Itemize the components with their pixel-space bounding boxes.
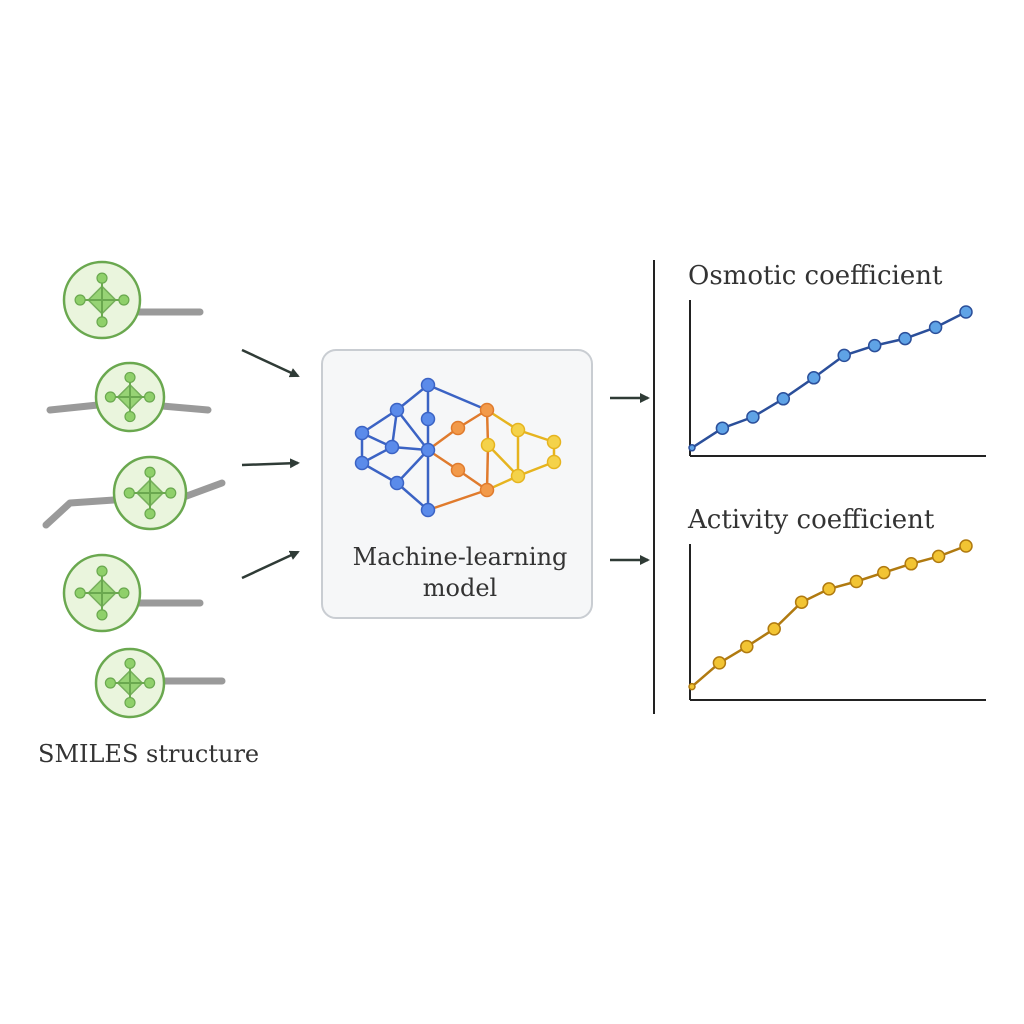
atom bbox=[96, 565, 108, 577]
data-point bbox=[776, 392, 791, 406]
data-point bbox=[688, 444, 696, 452]
bond-tail bbox=[180, 479, 226, 501]
atom bbox=[124, 696, 136, 709]
model-box bbox=[321, 349, 593, 619]
data-point bbox=[837, 348, 851, 363]
nn-node bbox=[510, 468, 526, 484]
activity-series bbox=[688, 539, 973, 691]
activity-chart-title: Activity coefficient bbox=[687, 505, 935, 535]
atom bbox=[144, 508, 156, 520]
bond-tail bbox=[46, 401, 102, 414]
data-point bbox=[712, 656, 727, 670]
nn-node bbox=[420, 411, 436, 427]
data-point bbox=[898, 331, 912, 346]
nn-node bbox=[420, 442, 436, 458]
nn-edge bbox=[427, 488, 488, 512]
molecule bbox=[94, 647, 226, 719]
data-point bbox=[807, 371, 821, 385]
model-label-line1: Machine-learning bbox=[353, 543, 568, 571]
osmotic-chart: Osmotic coefficient bbox=[688, 261, 986, 457]
input-arrow bbox=[241, 348, 300, 378]
nn-node bbox=[546, 454, 562, 470]
data-point bbox=[959, 539, 973, 553]
bond-tail bbox=[42, 496, 118, 529]
activity-chart: Activity coefficient bbox=[687, 505, 986, 701]
atom bbox=[123, 487, 135, 499]
data-point bbox=[767, 622, 781, 636]
nn-edge bbox=[485, 444, 490, 491]
nn-node bbox=[479, 482, 495, 498]
neural-network-icon bbox=[354, 377, 562, 518]
atom bbox=[96, 272, 108, 284]
osmotic-chart-title: Osmotic coefficient bbox=[688, 261, 943, 291]
atom bbox=[143, 391, 156, 403]
data-point bbox=[822, 582, 836, 596]
atom bbox=[124, 657, 136, 670]
nn-node bbox=[389, 402, 405, 418]
atom bbox=[124, 371, 136, 384]
model-panel: Machine-learning model bbox=[321, 349, 593, 619]
nn-edge bbox=[396, 409, 429, 451]
data-point bbox=[877, 565, 891, 580]
series-line bbox=[691, 544, 967, 688]
input-arrows bbox=[241, 348, 300, 580]
atom bbox=[96, 609, 108, 621]
atom bbox=[74, 294, 86, 306]
atom bbox=[104, 391, 117, 403]
data-point bbox=[867, 338, 882, 353]
nn-node bbox=[389, 475, 405, 491]
data-point bbox=[904, 557, 918, 571]
atom bbox=[124, 410, 136, 423]
nn-node bbox=[510, 422, 526, 438]
data-point bbox=[794, 595, 809, 609]
data-point bbox=[746, 410, 760, 424]
nn-node bbox=[420, 377, 436, 393]
input-arrow bbox=[241, 458, 300, 469]
molecule bbox=[46, 361, 212, 433]
molecule bbox=[42, 455, 226, 531]
series-line bbox=[691, 310, 967, 449]
data-point bbox=[931, 549, 946, 564]
model-label-line2: model bbox=[423, 574, 497, 602]
osmotic-series bbox=[688, 305, 973, 452]
data-point bbox=[715, 421, 730, 435]
atom bbox=[118, 587, 130, 599]
nn-node bbox=[450, 462, 466, 478]
nn-node bbox=[384, 439, 400, 455]
input-arrow bbox=[241, 550, 300, 580]
data-point bbox=[740, 639, 754, 654]
output-arrows bbox=[610, 393, 650, 565]
nn-edge bbox=[396, 449, 429, 484]
atom bbox=[104, 677, 117, 689]
molecule bbox=[62, 260, 204, 340]
smiles-label: SMILES structure bbox=[38, 740, 259, 768]
nn-node bbox=[354, 455, 370, 471]
nn-node bbox=[546, 434, 562, 450]
nn-node bbox=[450, 420, 466, 436]
atom bbox=[143, 677, 156, 689]
molecule bbox=[62, 553, 204, 633]
data-point bbox=[959, 305, 973, 319]
nn-node bbox=[420, 502, 436, 518]
data-point bbox=[688, 682, 696, 691]
atom bbox=[74, 587, 86, 599]
smiles-molecules bbox=[42, 260, 226, 719]
data-point bbox=[849, 574, 864, 589]
atom bbox=[118, 294, 130, 306]
nn-node bbox=[479, 402, 495, 418]
nn-edge bbox=[427, 383, 488, 412]
atom bbox=[144, 466, 156, 478]
data-point bbox=[928, 320, 943, 335]
atom bbox=[165, 487, 177, 499]
nn-node bbox=[480, 437, 496, 453]
atom bbox=[96, 316, 108, 328]
bond-tail bbox=[158, 402, 212, 414]
nn-node bbox=[354, 425, 370, 441]
